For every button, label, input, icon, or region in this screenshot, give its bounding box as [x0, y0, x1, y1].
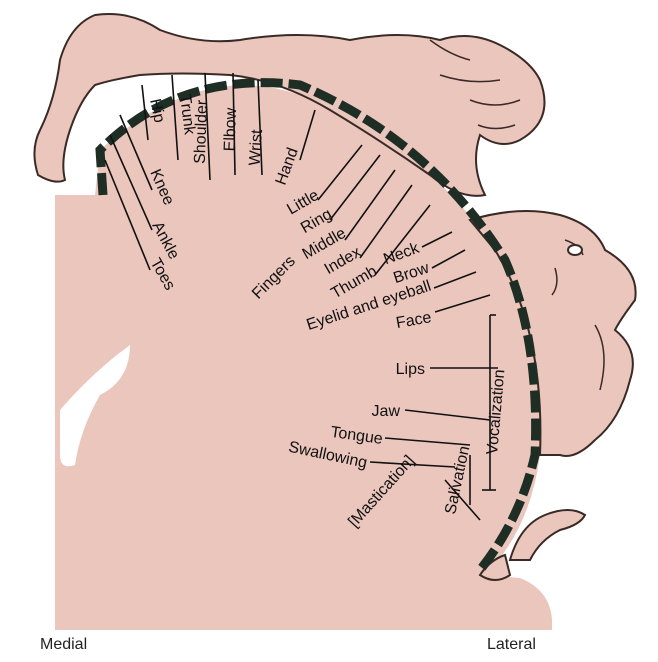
brain-section	[55, 85, 552, 630]
label-elbow: Elbow	[221, 107, 240, 152]
label-lips: Lips	[396, 361, 425, 378]
label-medial: Medial	[40, 636, 87, 654]
label-lateral: Lateral	[487, 636, 536, 654]
label-jaw: Jaw	[372, 403, 401, 420]
label-shoulder: Shoulder	[192, 99, 211, 164]
label-wrist: Wrist	[247, 129, 267, 167]
